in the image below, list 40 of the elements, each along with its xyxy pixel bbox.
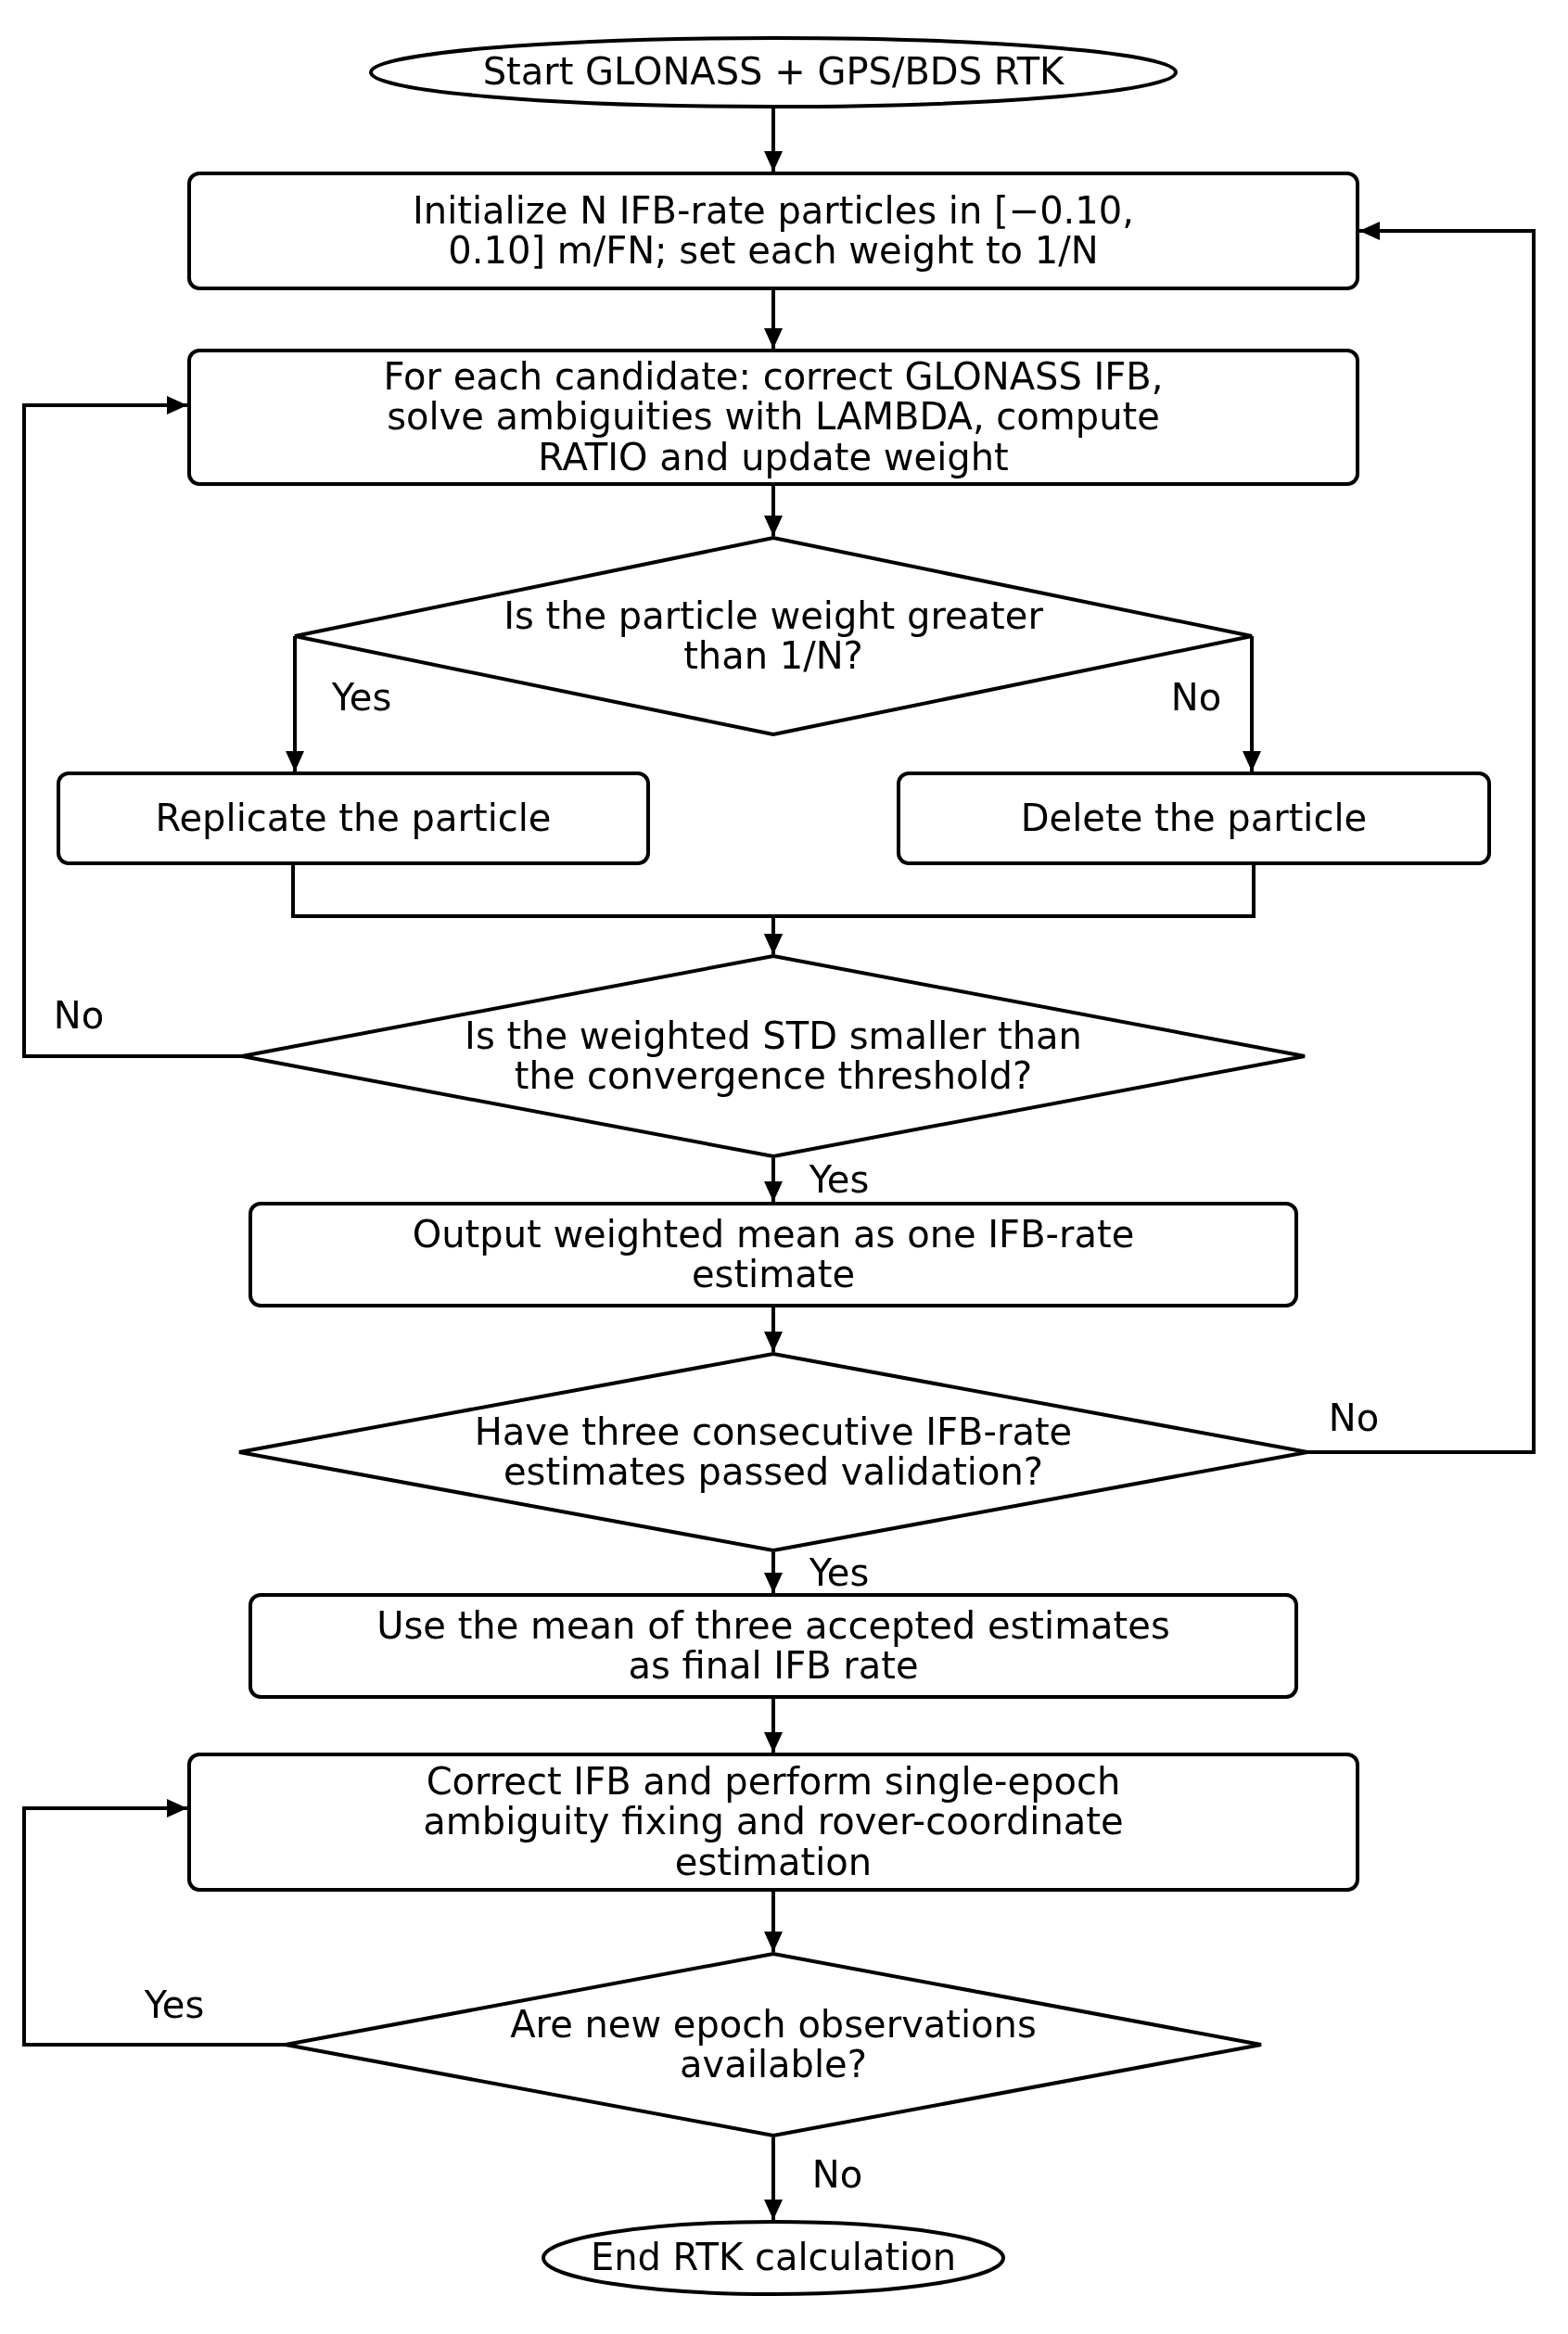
flow-arrow — [286, 636, 304, 772]
terminal-text: Start GLONASS + GPS/BDS RTK — [481, 52, 1065, 93]
process-box — [249, 1593, 1298, 1699]
flow-arrow — [22, 1799, 286, 2047]
process-box — [57, 772, 650, 865]
question-text: Have three consecutive IFB-rate estimates passed validation? — [473, 1411, 1074, 1493]
flow-arrow — [764, 290, 783, 349]
decision-diamond — [293, 536, 1254, 736]
step-text: For each candidate: correct GLONASS IFB, solve ambiguities with LAMBDA, compute RATIO and update weight — [382, 357, 1165, 478]
question-text: Is the weighted STD smaller than the convergence threshold? — [464, 1015, 1083, 1097]
terminal-text: End RTK calculation — [589, 2238, 958, 2278]
process-box — [897, 772, 1491, 865]
decision-diamond — [284, 1952, 1263, 2137]
process-box — [187, 349, 1359, 486]
flow-arrow — [764, 1307, 783, 1352]
flow-arrow — [764, 486, 783, 536]
process-box — [249, 1202, 1298, 1307]
flow-arrow — [1307, 222, 1536, 1454]
flow-arrow — [764, 108, 783, 172]
terminal-ellipse — [369, 36, 1178, 108]
flow-arrow — [764, 2137, 783, 2220]
step-text: Use the mean of three accepted estimates as final IFB rate — [376, 1605, 1171, 1687]
step-text: Initialize N IFB-rate particles in [−0.10, 0.10] m/FN; set each weight to 1/N — [412, 190, 1135, 272]
question-text: Is the particle weight greater than 1/N? — [503, 595, 1044, 677]
flow-arrow — [764, 1552, 783, 1593]
flow-arrow — [1243, 636, 1261, 772]
decision-diamond — [237, 1352, 1309, 1552]
process-box — [187, 172, 1359, 290]
step-text: Output weighted mean as one IFB-rate estimate — [411, 1214, 1136, 1295]
flow-arrow — [764, 1892, 783, 1952]
flow-arrow — [22, 396, 242, 1058]
step-text: Replicate the particle — [154, 797, 553, 839]
process-box — [187, 1753, 1359, 1892]
decision-diamond — [240, 954, 1307, 1158]
step-text: Delete the particle — [1019, 797, 1369, 839]
flow-arrow — [764, 1158, 783, 1202]
terminal-ellipse — [542, 2220, 1005, 2296]
question-text: Are new epoch observations available? — [509, 2004, 1038, 2085]
step-text: Correct IFB and perform single-epoch ambiguity fixing and rover-coordinate estimation — [422, 1762, 1125, 1882]
flow-arrow — [764, 1699, 783, 1753]
